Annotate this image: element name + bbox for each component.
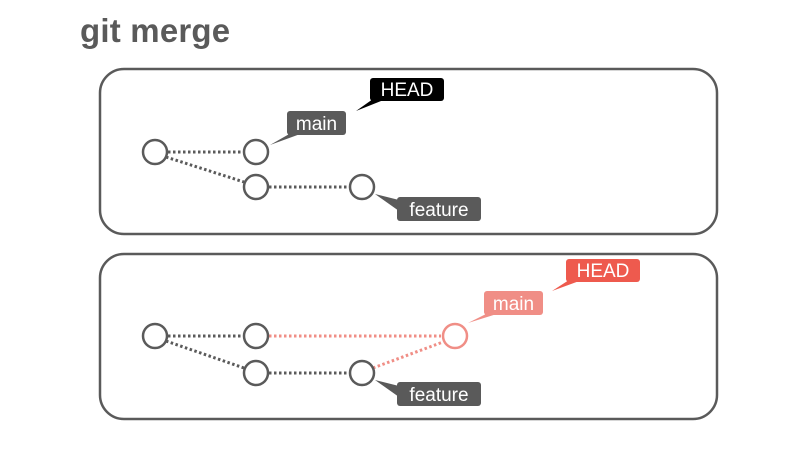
panel-after-merge: main HEAD feature [98, 252, 719, 421]
commit-edge [165, 155, 245, 184]
head-label-text: HEAD [577, 261, 630, 282]
commit-node [141, 322, 169, 350]
commit-node [242, 138, 270, 166]
branch-label-feature: feature [375, 380, 481, 406]
branch-label-text: feature [409, 385, 468, 406]
merge-commit-node [441, 322, 469, 350]
commit-edge [165, 339, 245, 370]
commit-node [242, 322, 270, 350]
branch-label-text: main [493, 294, 534, 315]
head-label: HEAD [552, 259, 640, 291]
panel-before-merge: main HEAD feature [98, 67, 719, 236]
commit-node [242, 359, 270, 387]
page-title: git merge [80, 12, 231, 49]
merge-edge [372, 340, 444, 370]
head-label-text: HEAD [381, 80, 434, 101]
branch-label-text: feature [409, 200, 468, 221]
branch-label-main: main [468, 291, 543, 323]
branch-label-main: main [270, 111, 346, 145]
branch-label-text: main [296, 114, 337, 135]
commit-node [348, 359, 376, 387]
branch-label-feature: feature [375, 194, 481, 221]
commit-node [348, 173, 376, 201]
commit-node [242, 173, 270, 201]
commit-node [141, 138, 169, 166]
head-label: HEAD [356, 78, 444, 111]
